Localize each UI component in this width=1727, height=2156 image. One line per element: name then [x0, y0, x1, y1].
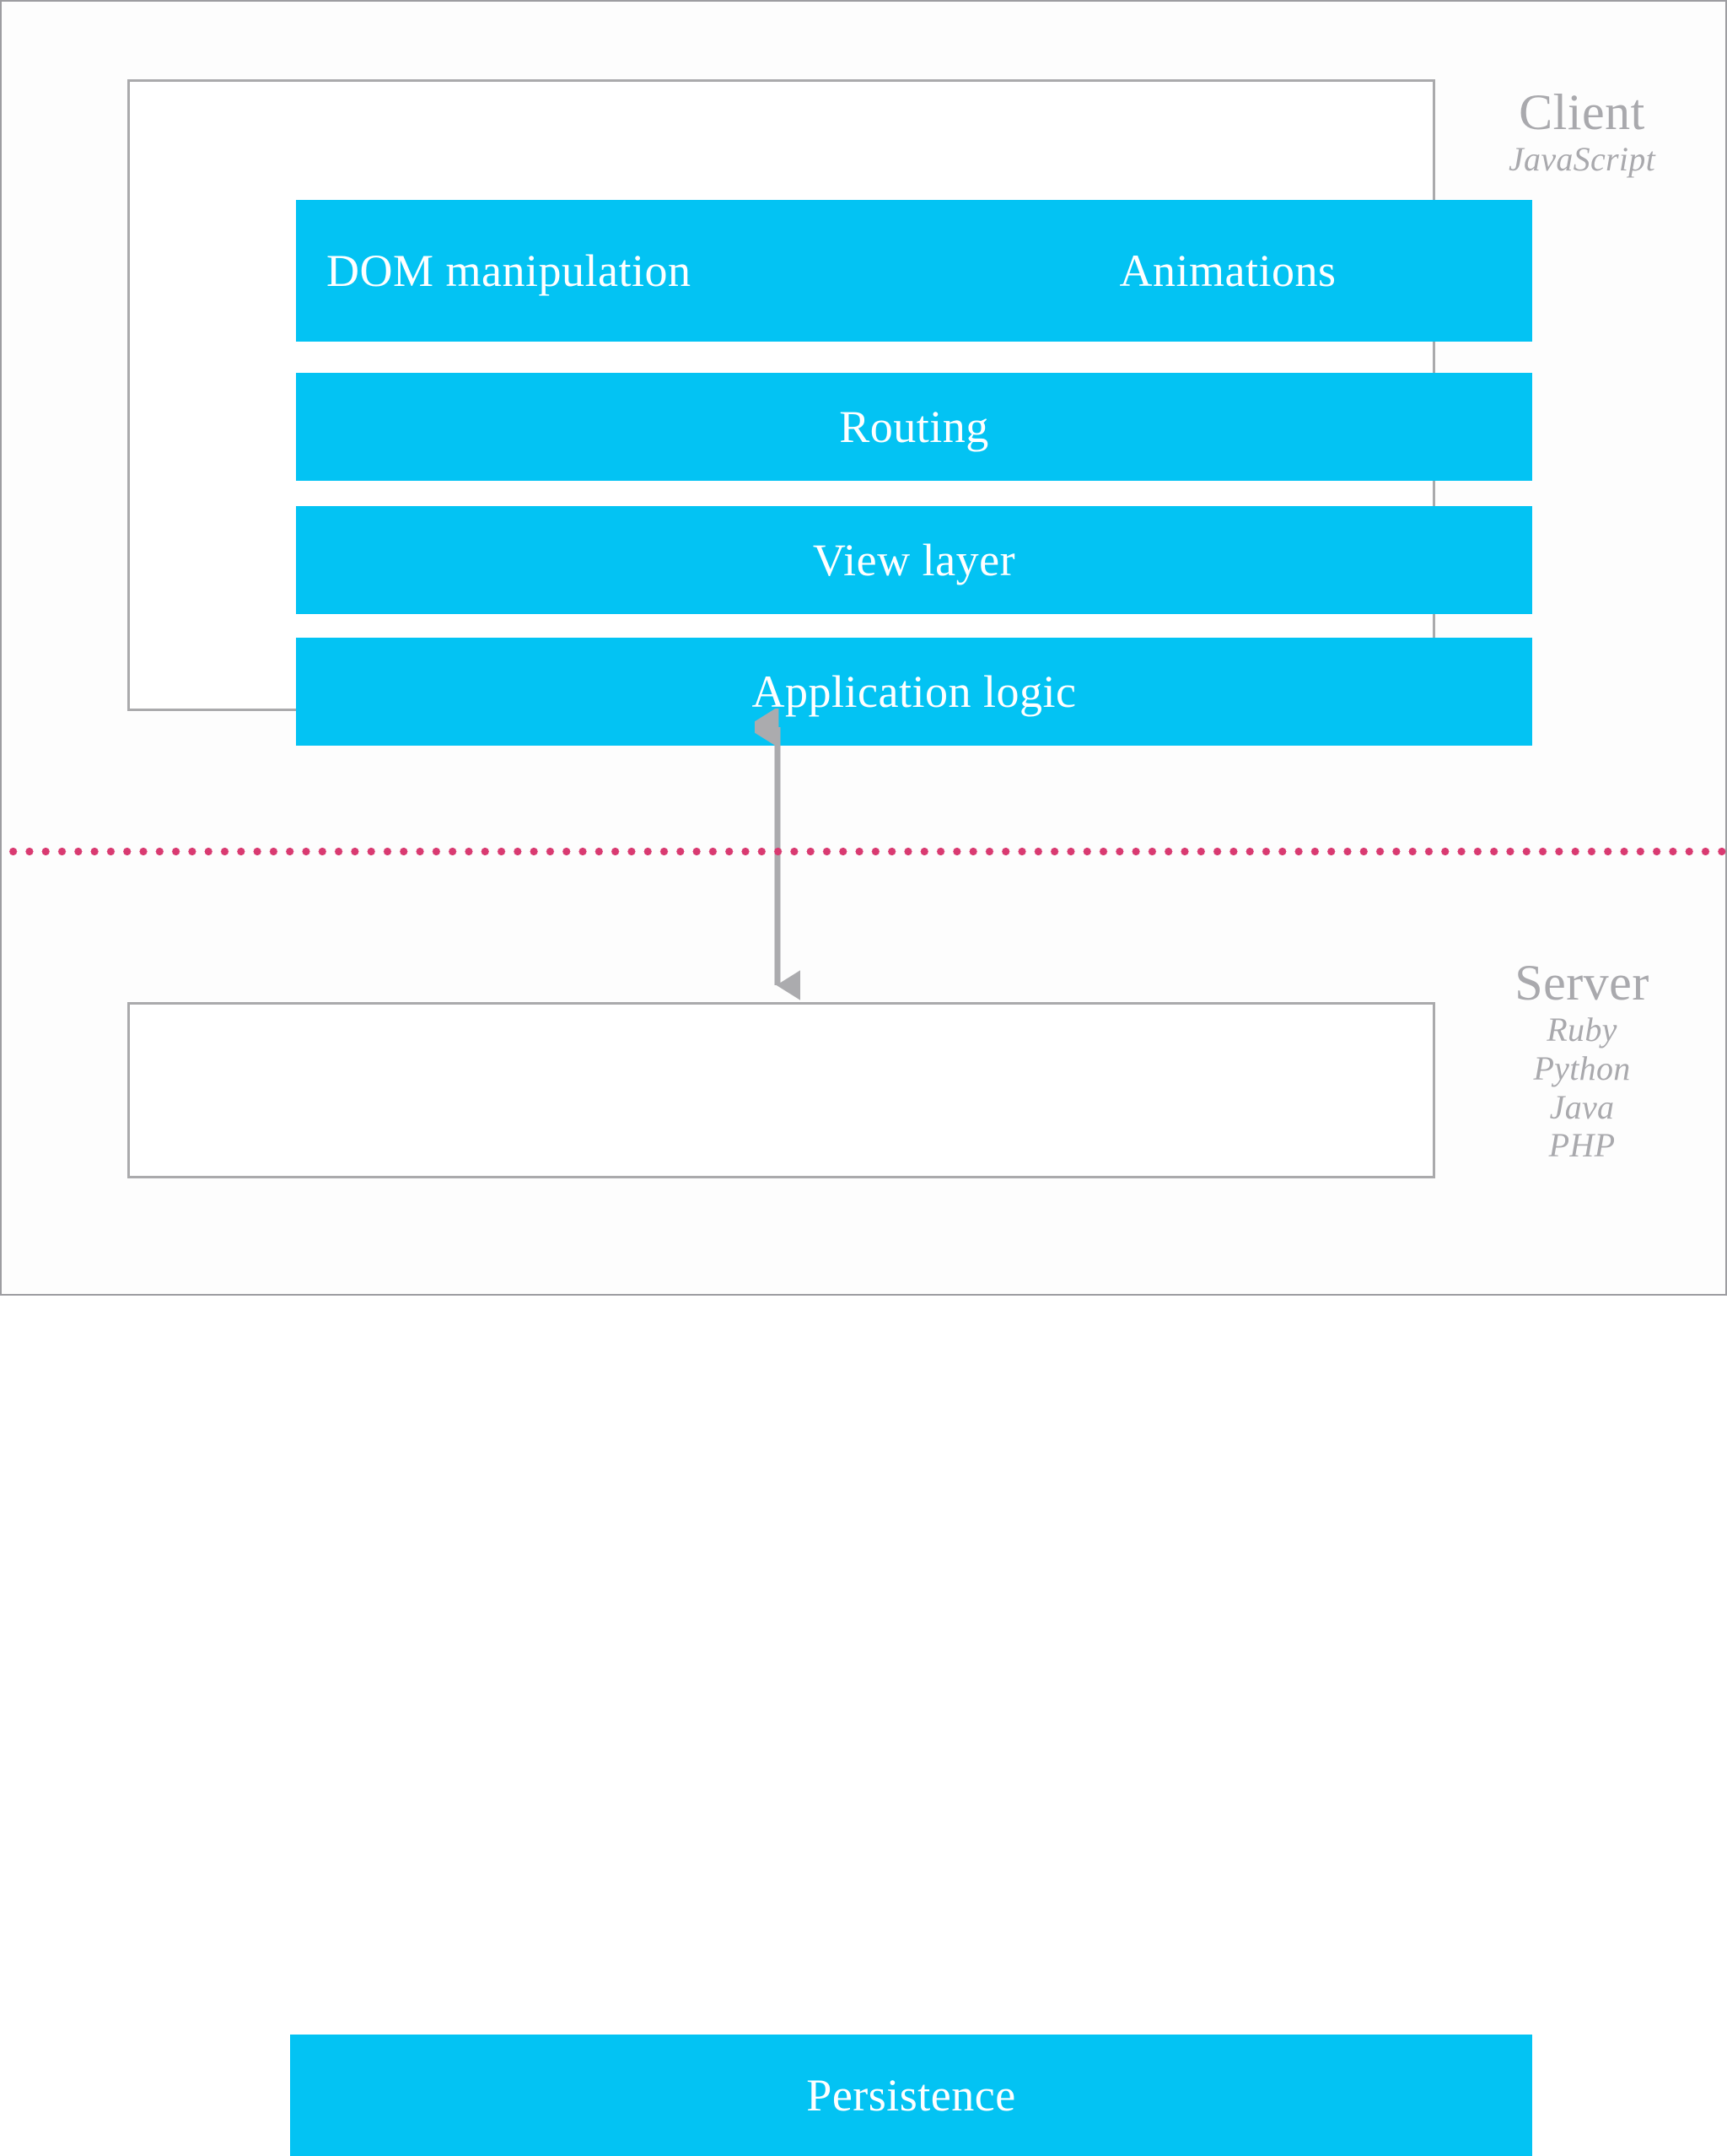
server-technology-python: Python — [1533, 1048, 1631, 1087]
server-technology-ruby: Ruby — [1547, 1011, 1617, 1049]
client-server-boundary-dotted-line — [2, 848, 1727, 855]
server-technology-php: PHP — [1548, 1126, 1616, 1165]
layer-label: DOM manipulation — [326, 245, 691, 296]
server-tier-title: Server — [1514, 955, 1649, 1011]
layer-label: Routing — [839, 402, 989, 452]
client-tier-annotation: Client JavaScript — [1435, 86, 1727, 177]
layer-label: View layer — [812, 535, 1016, 585]
layer-routing[interactable]: Routing — [296, 373, 1532, 481]
layer-animations[interactable]: Animations — [923, 200, 1532, 342]
layer-label: Animations — [1119, 245, 1337, 296]
layer-persistence[interactable]: Persistence — [290, 2035, 1532, 2156]
client-server-link-arrow — [755, 709, 800, 1004]
layer-label: Application logic — [751, 666, 1077, 717]
layer-dom-manipulation[interactable]: DOM manipulation — [296, 200, 925, 342]
server-tier-annotation: Server Ruby Python Java PHP — [1435, 957, 1727, 1163]
layer-application-logic[interactable]: Application logic — [296, 638, 1532, 746]
server-tier-container: Persistence — [127, 1002, 1532, 2156]
client-tier-container: DOM manipulation Animations Routing View… — [127, 79, 1532, 746]
client-tier-title: Client — [1519, 84, 1645, 140]
server-technology-java: Java — [1549, 1087, 1615, 1126]
client-technology-javascript: JavaScript — [1508, 140, 1656, 179]
layer-label: Persistence — [806, 2070, 1016, 2121]
layer-view-layer[interactable]: View layer — [296, 506, 1532, 614]
